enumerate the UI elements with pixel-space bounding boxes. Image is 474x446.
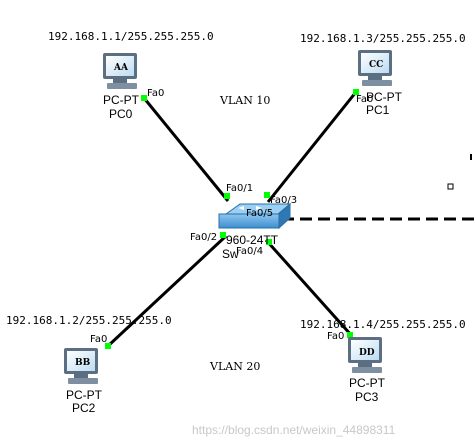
pc1-type-label: PC-PT xyxy=(366,90,403,104)
link-light xyxy=(353,89,359,95)
marker-square xyxy=(447,183,454,190)
switch-port-label-pc1: Fa0/3 xyxy=(270,195,297,206)
pc2-screen-text: BB xyxy=(75,358,91,368)
pc0-port-label: Fa0 xyxy=(147,88,164,99)
watermark: https://blog.csdn.net/weixin_44898311 xyxy=(192,423,396,437)
switch-port-label-pc0: Fa0/1 xyxy=(226,183,253,194)
link-light xyxy=(141,95,147,101)
pc1-screen-text: CC xyxy=(369,60,383,70)
pc0-type-label: PC-PT xyxy=(103,93,140,107)
link-light xyxy=(266,239,272,245)
pc3-screen-text: DD xyxy=(359,348,375,358)
link-light xyxy=(224,193,230,199)
pc-icon xyxy=(348,337,382,373)
pc0-screen-text: AA xyxy=(113,63,129,73)
pc3-device[interactable]: DD Fa0 PC-PT PC3 xyxy=(327,331,386,404)
switch-port-label-pc2: Fa0/2 xyxy=(190,232,217,243)
switch-device[interactable]: 960-24TT Sw xyxy=(218,202,292,261)
link-light xyxy=(347,332,353,338)
switch-name-label: Sw xyxy=(222,247,239,261)
marker-tick xyxy=(470,154,472,160)
pc1-port-label: Fa0 xyxy=(356,94,373,105)
link-pc0-switch[interactable] xyxy=(142,97,230,202)
link-light xyxy=(220,232,226,238)
pc1-device[interactable]: CC Fa0 PC-PT PC1 xyxy=(356,50,403,117)
pc3-port-label: Fa0 xyxy=(327,331,344,342)
pc-icon xyxy=(64,348,98,384)
pc1-ip-label: 192.168.1.3/255.255.255.0 xyxy=(300,32,466,45)
link-pc2-switch[interactable] xyxy=(106,234,228,348)
switch-port-label-pc3: Fa0/4 xyxy=(236,246,263,257)
pc3-type-label: PC-PT xyxy=(349,376,386,390)
pc2-port-label: Fa0 xyxy=(90,334,107,345)
pc3-ip-label: 192.168.1.4/255.255.255.0 xyxy=(300,318,466,331)
switch-icon xyxy=(218,202,292,230)
link-light xyxy=(105,343,111,349)
link-light xyxy=(264,192,270,198)
pc2-device[interactable]: BB Fa0 PC-PT PC2 xyxy=(64,334,107,415)
vlan-10-label: VLAN 10 xyxy=(219,94,270,107)
link-pc1-switch[interactable] xyxy=(266,91,358,203)
pc0-name-label: PC0 xyxy=(109,107,133,121)
link-pc3-switch[interactable] xyxy=(264,238,354,338)
pc3-name-label: PC3 xyxy=(355,390,379,404)
pc-icon xyxy=(358,50,392,86)
pc2-name-label: PC2 xyxy=(72,401,96,415)
pc2-ip-label: 192.168.1.2/255.255.255.0 xyxy=(6,314,172,327)
vlan-20-label: VLAN 20 xyxy=(209,360,260,373)
pc1-name-label: PC1 xyxy=(366,103,390,117)
switch-model-label: 960-24TT xyxy=(226,233,279,247)
pc0-device[interactable]: AA PC-PT PC0 Fa0 xyxy=(103,53,164,121)
pc-icon xyxy=(103,53,137,89)
switch-port-label-uplink: Fa0/5 xyxy=(246,208,273,219)
pc2-type-label: PC-PT xyxy=(66,388,103,402)
pc0-ip-label: 192.168.1.1/255.255.255.0 xyxy=(48,30,214,43)
